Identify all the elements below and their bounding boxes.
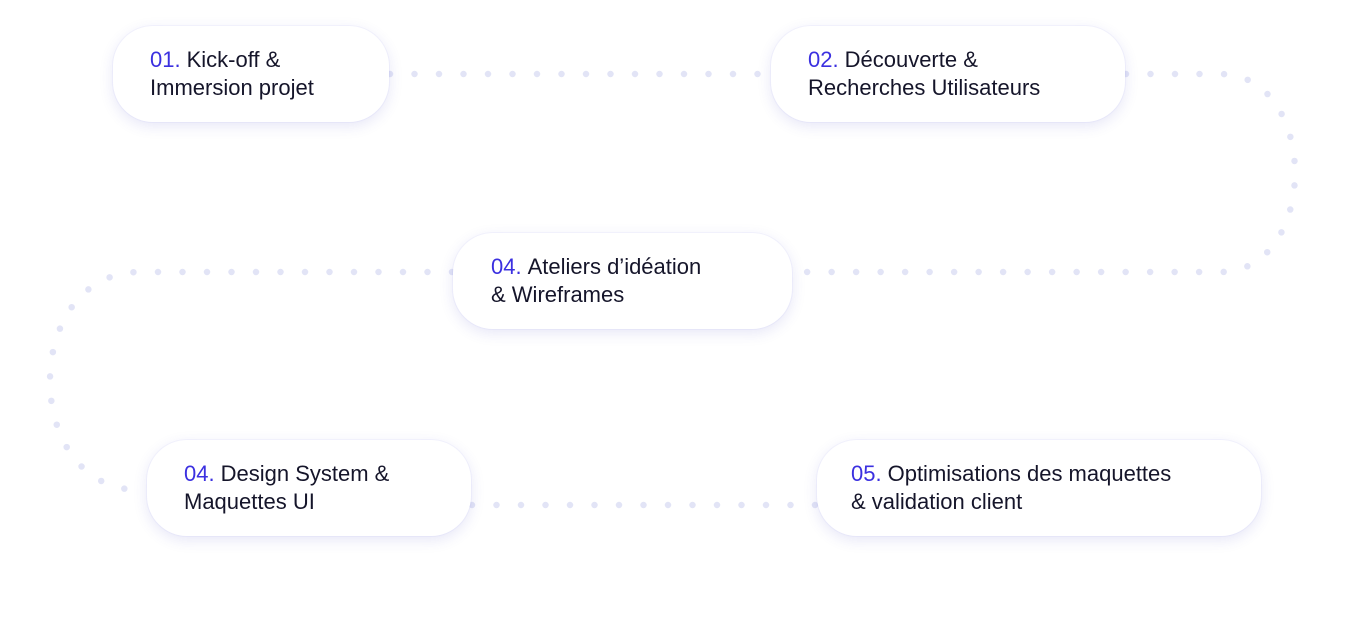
step-title-line1: Découverte & (844, 47, 978, 72)
step-title-line1: Kick-off & (186, 47, 281, 72)
step-label: 04.Design System & Maquettes UI (184, 460, 389, 516)
step-number: 02. (808, 47, 839, 72)
step-title-line2: Immersion projet (150, 75, 314, 100)
step-title-line1: Optimisations des maquettes (887, 461, 1172, 486)
step-card-ideation: 04.Ateliers d’idéation & Wireframes (453, 233, 792, 329)
step-number: 04. (491, 254, 522, 279)
step-title-line1: Design System & (220, 461, 390, 486)
step-label: 01.Kick-off & Immersion projet (150, 46, 314, 102)
step-card-kickoff: 01.Kick-off & Immersion projet (113, 26, 389, 122)
step-number: 01. (150, 47, 181, 72)
step-card-optimisation: 05.Optimisations des maquettes & validati… (817, 440, 1261, 536)
step-title-line2: & validation client (851, 489, 1023, 514)
step-number: 05. (851, 461, 882, 486)
step-number: 04. (184, 461, 215, 486)
step-card-discovery: 02.Découverte & Recherches Utilisateurs (771, 26, 1125, 122)
step-card-design-system: 04.Design System & Maquettes UI (147, 440, 471, 536)
step-title-line2: & Wireframes (491, 282, 625, 307)
step-label: 04.Ateliers d’idéation & Wireframes (491, 253, 701, 309)
step-title-line2: Maquettes UI (184, 489, 315, 514)
step-title-line1: Ateliers d’idéation (527, 254, 702, 279)
step-title-line2: Recherches Utilisateurs (808, 75, 1041, 100)
step-label: 02.Découverte & Recherches Utilisateurs (808, 46, 1040, 102)
step-label: 05.Optimisations des maquettes & validati… (851, 460, 1171, 516)
